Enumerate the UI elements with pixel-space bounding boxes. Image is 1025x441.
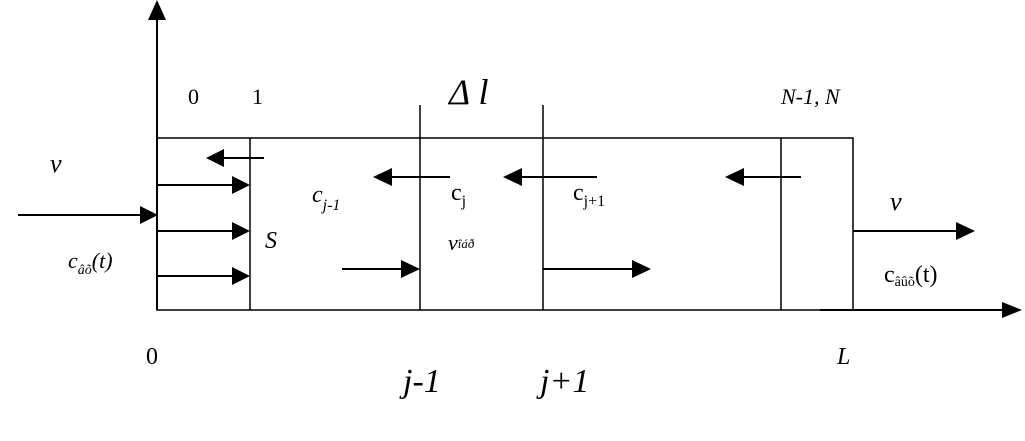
v-in-label: v [50, 149, 62, 178]
forward-arrowhead-s-2 [232, 222, 250, 240]
j-plus-1-axis-label: j+1 [536, 363, 589, 400]
origin-label: 0 [146, 344, 158, 370]
s-label: S [265, 228, 277, 254]
back-arrowhead-j-1 [373, 168, 392, 186]
horizontal-axis-arrowhead [1002, 302, 1022, 318]
forward-arrowhead-j-1 [401, 260, 420, 278]
outflow-arrowhead [956, 222, 975, 240]
node-0-label: 0 [188, 84, 199, 109]
forward-arrowhead-j+1 [632, 260, 651, 278]
c-j-minus-1-label: cj-1 [312, 182, 340, 214]
tube-rectangle [156, 137, 854, 311]
v-rev-label: vîáð [448, 230, 475, 255]
j-minus-1-axis-label: j-1 [399, 363, 441, 400]
nodes-end-label: N-1, N [780, 84, 841, 109]
vertical-axis-arrowhead [148, 0, 166, 20]
c-in-label: câõ(t) [68, 248, 113, 278]
c-j-label: cj [451, 180, 466, 210]
back-arrowhead-n [725, 168, 744, 186]
back-arrowhead-j [503, 168, 522, 186]
c-out-label: câûõ(t) [884, 262, 938, 290]
forward-arrowhead-s-1 [232, 176, 250, 194]
delta-l-label: Δ l [447, 72, 488, 112]
c-j-plus-1-label: cj+1 [573, 180, 605, 210]
node-1-label: 1 [252, 84, 263, 109]
forward-arrowhead-s-3 [232, 267, 250, 285]
back-arrowhead-s [206, 149, 224, 167]
v-out-label: v [890, 187, 902, 216]
L-label: L [836, 344, 850, 370]
inflow-arrowhead [140, 206, 158, 224]
